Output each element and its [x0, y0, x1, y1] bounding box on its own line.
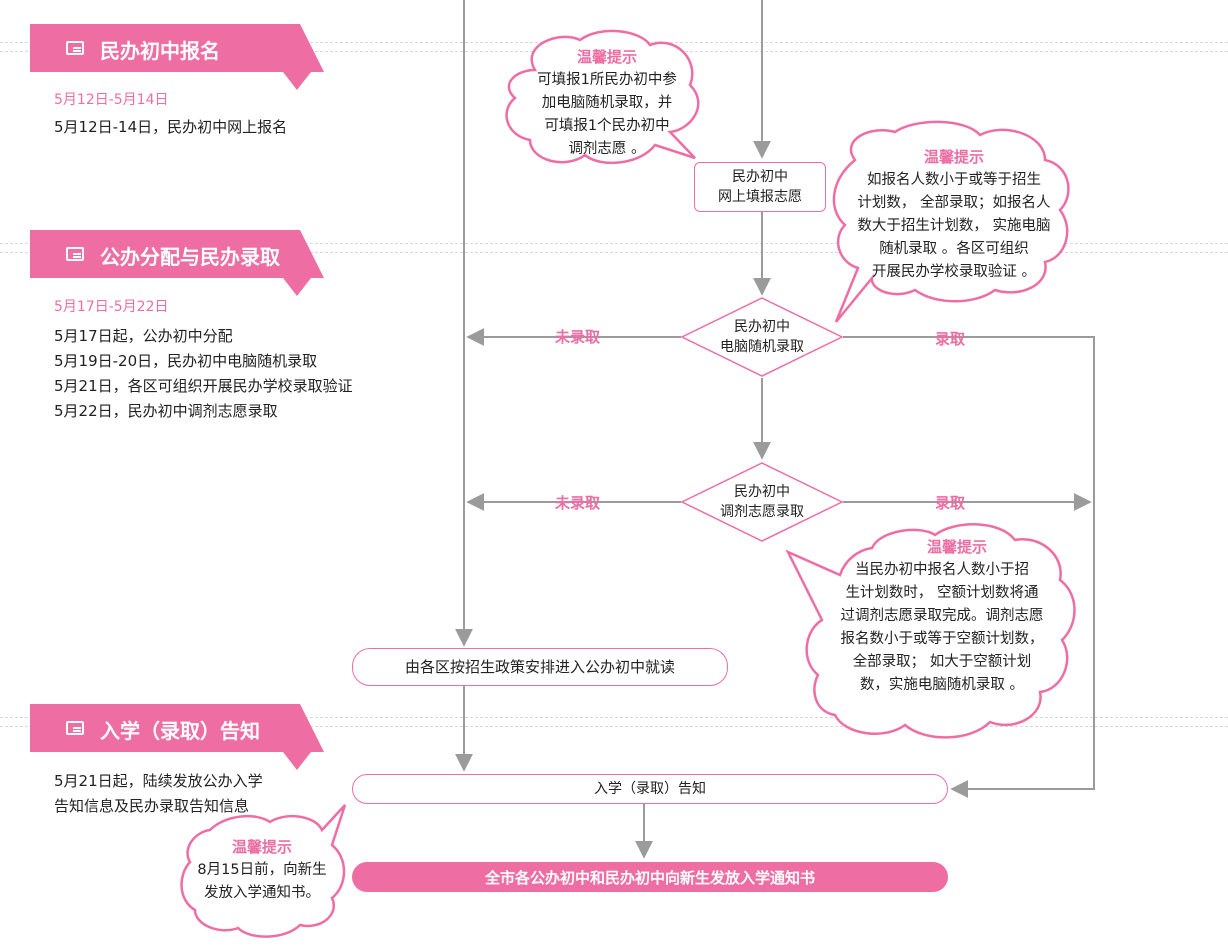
edge-label-not-admitted: 未录取	[555, 494, 601, 512]
tip-1: 温馨提示 可填报1所民办初中参 加电脑随机录取，并 可填报1个民办初中 调剂志愿…	[507, 46, 707, 161]
random-admission-diamond	[680, 297, 844, 377]
online-fill-line-1: 民办初中	[732, 169, 788, 185]
banner-tail-allocation	[283, 278, 311, 296]
section-title-notice: 入学（录取）告知	[100, 719, 260, 743]
final-notice-banner: 全市各公办初中和民办初中向新生发放入学通知书	[352, 862, 948, 892]
edit-icon	[66, 41, 84, 55]
adjust-admission-line-2: 调剂志愿录取	[720, 504, 804, 520]
tip-2: 温馨提示 如报名人数小于或等于招生 计划数， 全部录取；如报名人 数大于招生计划…	[834, 146, 1074, 284]
adjust-admission-diamond	[680, 462, 844, 542]
tip-line: 报名数小于或等于空额计划数，	[840, 631, 1044, 647]
schedule-line: 5月21日，各区可组织开展民办学校录取验证	[54, 377, 353, 395]
schedule-line: 5月19日-20日，民办初中电脑随机录取	[54, 352, 318, 370]
schedule-line: 5月12日-14日，民办初中网上报名	[54, 118, 288, 136]
tip-cloud-3-shape	[785, 523, 1076, 739]
separator-2	[0, 243, 1228, 253]
tip-line: 过调剂志愿录取完成。调剂志愿	[840, 608, 1044, 624]
schedule-line: 5月21日起，陆续发放公办入学	[54, 772, 263, 790]
tip-line: 当民办初中报名人数小于招	[855, 562, 1029, 578]
banner-tail-signup	[283, 72, 311, 90]
tip-line: 随机录取 。各区可组织	[879, 241, 1029, 257]
section-title-signup: 民办初中报名	[100, 39, 220, 63]
random-admission-label: 民办初中 电脑随机录取	[702, 317, 822, 357]
edge-label-admitted: 录取	[935, 330, 966, 348]
section-date-allocation: 5月17日-5月22日	[54, 299, 169, 315]
schedule-line: 5月17日起，公办初中分配	[54, 327, 233, 345]
online-fill-line-2: 网上填报志愿	[718, 189, 802, 205]
edit-icon	[66, 247, 84, 261]
edit-icon	[66, 721, 84, 735]
banner-tail-notice	[283, 752, 311, 770]
section-date-signup: 5月12日-5月14日	[54, 92, 169, 108]
tip-title: 温馨提示	[576, 48, 637, 66]
tip-cloud-2-shape	[832, 120, 1070, 323]
adjust-admission-label: 民办初中 调剂志愿录取	[702, 482, 822, 522]
tip-cloud-1-shape	[505, 29, 700, 165]
tip-line: 8月15日前，向新生	[197, 862, 327, 878]
section-title-allocation: 公办分配与民办录取	[100, 245, 280, 269]
schedule-line: 告知信息及民办录取告知信息	[54, 797, 250, 815]
tip-line: 发放入学通知书。	[204, 885, 320, 901]
tip-4: 温馨提示 8月15日前，向新生 发放入学通知书。	[182, 836, 342, 905]
connector-random-admitted	[843, 336, 1095, 798]
random-admission-line-2: 电脑随机录取	[720, 339, 804, 355]
tip-line: 计划数， 全部录取；如报名人	[857, 195, 1051, 211]
tip-line: 全部录取； 如大于空额计划	[852, 654, 1032, 670]
tip-line: 可填报1所民办初中参	[537, 72, 677, 88]
edge-label-admitted: 录取	[935, 494, 966, 512]
tip-3: 温馨提示 当民办初中报名人数小于招 生计划数时， 空额计划数将通 过调剂志愿录取…	[812, 536, 1072, 697]
adjust-admission-line-1: 民办初中	[734, 484, 790, 500]
tip-line: 如报名人数小于或等于招生	[867, 172, 1041, 188]
tip-line: 调剂志愿 。	[568, 141, 646, 157]
tip-title: 温馨提示	[923, 148, 984, 166]
random-admission-line-1: 民办初中	[734, 319, 790, 335]
tip-line: 可填报1个民办初中	[544, 118, 670, 134]
separator-3	[0, 717, 1228, 727]
edge-label-not-admitted: 未录取	[555, 328, 601, 346]
notice-box: 入学（录取）告知	[352, 774, 948, 804]
tip-title: 温馨提示	[926, 538, 987, 556]
tip-line: 开展民办学校录取验证 。	[871, 264, 1037, 280]
public-assignment-box: 由各区按招生政策安排进入公办初中就读	[352, 648, 728, 686]
tip-title: 温馨提示	[231, 838, 292, 856]
schedule-line: 5月22日，民办初中调剂志愿录取	[54, 402, 278, 420]
tip-line: 数，实施电脑随机录取 。	[859, 677, 1025, 693]
tip-line: 数大于招生计划数， 实施电脑	[857, 218, 1051, 234]
tip-line: 生计划数时， 空额计划数将通	[845, 585, 1039, 601]
tip-line: 加电脑随机录取，并	[541, 95, 673, 111]
online-fill-box: 民办初中 网上填报志愿	[694, 162, 826, 212]
tip-cloud-4-shape	[180, 804, 347, 938]
